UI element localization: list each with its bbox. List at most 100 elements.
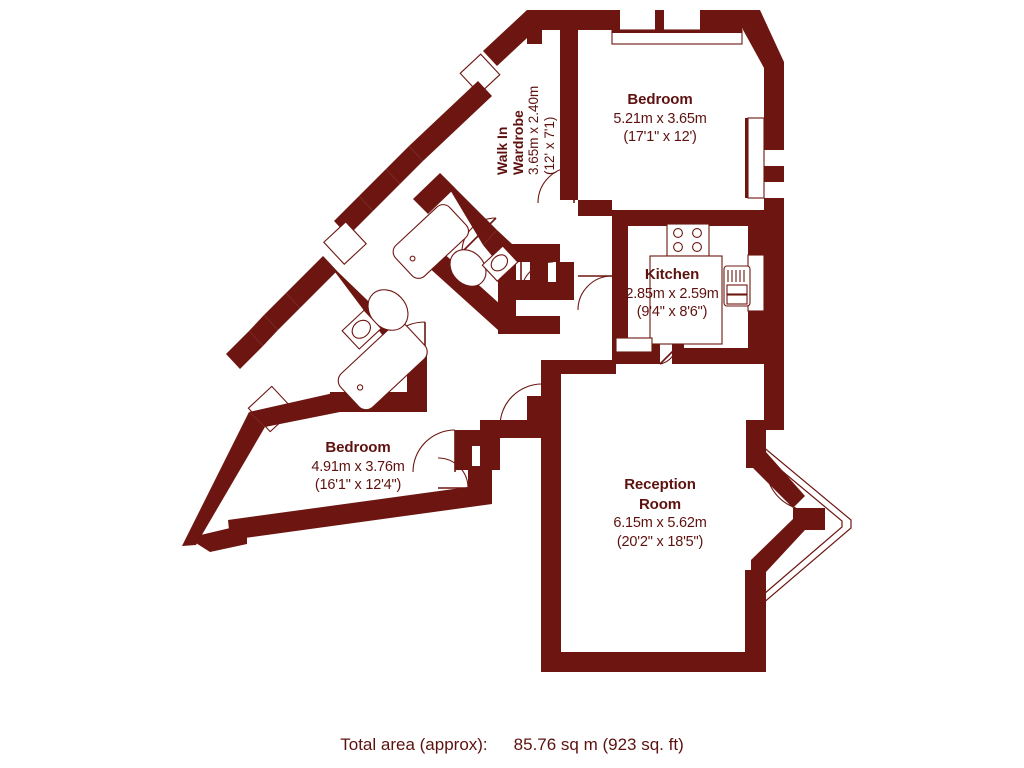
wall-diagonal-seg-7 — [264, 293, 300, 330]
wall-kitchen-right-lower — [748, 311, 764, 348]
wall-diagonal-seg-9 — [226, 331, 263, 369]
wall-hall-stub-c — [556, 282, 574, 300]
wall-top-window-jamb-a — [612, 10, 620, 30]
door-arc-bedroom2-b — [437, 457, 469, 489]
wall-hall-connector-foot — [468, 466, 492, 488]
room-imperial-reception: (20'2" x 18'5") — [616, 533, 704, 550]
room-label-reception-room: Reception Room 6.15m x 5.62m (20'2" x 18… — [585, 475, 735, 552]
room-imperial-bedroom-two: (16'1" x 12'4") — [314, 477, 402, 494]
wall-diagonal-seg-2 — [409, 81, 492, 161]
wall-bath-lower-bottom — [249, 392, 340, 427]
wall-bay-reception-lower — [751, 519, 805, 572]
wall-right-reception-upper — [764, 360, 784, 430]
wall-right-bay-mullion — [764, 166, 784, 182]
room-name-bedroom-two: Bedroom — [325, 439, 391, 456]
door-leaf-bay-upper — [765, 467, 797, 501]
total-area-value: 85.76 sq m (923 sq. ft) — [513, 735, 684, 754]
total-area-footer: Total area (approx): 85.76 sq m (923 sq. … — [0, 735, 1024, 755]
wall-reception-entry-stub — [527, 396, 545, 420]
wall-bath-upper-divider — [498, 262, 516, 332]
hob-burner-2 — [692, 228, 702, 238]
doors — [378, 166, 797, 571]
door-arc-bedroom2 — [412, 429, 456, 473]
wall-bath-upper-lower-diag — [426, 250, 512, 330]
wall-diagonal-seg-8 — [249, 315, 278, 346]
hob-burner-4 — [692, 242, 702, 252]
door-arc-kitchen-lower — [659, 347, 677, 365]
room-name-wardrobe-line2: Wardrobe — [510, 110, 526, 175]
room-name-wardrobe-line1: Walk In — [494, 126, 510, 176]
window-diagonal-mid — [323, 221, 367, 265]
wall-bath-upper-diag — [440, 173, 497, 245]
bay-window-outline-outer — [761, 445, 852, 605]
wall-bay-reception-pier — [793, 508, 825, 530]
room-metric-bedroom-two: 4.91m x 3.76m — [311, 458, 405, 475]
room-label-kitchen: Kitchen 2.85m x 2.59m (9'4" x 8'6") — [592, 265, 752, 322]
bathroom-lower-fixtures — [337, 289, 428, 411]
basin-upper-box — [481, 245, 519, 282]
wall-top-right-angle — [742, 10, 784, 118]
wall-diagonal-seg-3 — [413, 173, 455, 214]
fridge-vents — [727, 270, 745, 282]
window-bay-bedroom — [747, 117, 765, 199]
room-metric-bedroom-main: 5.21m x 3.65m — [613, 110, 707, 127]
wall-between-bathrooms — [498, 316, 560, 334]
wall-kitchen-bottom-right — [678, 348, 764, 364]
wall-diagonal-seg-10 — [182, 412, 265, 546]
room-label-bedroom-main: Bedroom 5.21m x 3.65m (17'1" x 12') — [576, 90, 744, 147]
room-name-kitchen: Kitchen — [644, 266, 700, 283]
bathroom-upper-fixtures — [392, 204, 519, 287]
wall-right-reception-jamb-lower — [745, 570, 766, 604]
kitchen-counter — [649, 255, 723, 345]
wall-kitchen-right-upper — [748, 226, 764, 255]
wall-right-reception-step — [746, 420, 766, 452]
window-diagonal-upper — [459, 53, 501, 95]
wall-hall-top — [512, 282, 560, 300]
bath-upper-plug — [409, 255, 416, 262]
door-arc-reception — [499, 383, 543, 427]
hob-burner-3 — [673, 242, 683, 252]
wall-top-window-mullion — [655, 10, 664, 30]
room-metric-kitchen: 2.85m x 2.59m — [625, 285, 719, 302]
wall-diagonal-seg-4 — [359, 169, 400, 211]
basin-upper-bowl — [490, 254, 509, 272]
door-arc-wardrobe — [537, 166, 575, 204]
door-leaf-bay-lower — [765, 537, 797, 571]
room-metric-wardrobe: 3.65m x 2.40m — [526, 85, 541, 175]
wall-bedroom2-bottom — [228, 484, 492, 540]
room-label-bedroom-two: Bedroom 4.91m x 3.76m (16'1" x 12'4") — [274, 438, 442, 495]
basin-lower-bowl — [351, 319, 371, 339]
room-imperial-wardrobe: (12' x 7'1) — [542, 116, 557, 175]
wall-reception-bottom — [545, 652, 766, 672]
wall-top-right — [700, 10, 742, 30]
structural-walls — [182, 10, 852, 672]
room-name-reception-line1: Reception — [624, 476, 696, 493]
total-area-label: Total area (approx): — [340, 735, 488, 754]
bay-window-outline-inner — [763, 455, 843, 595]
wall-diagonal-seg-3b — [386, 146, 423, 184]
wall-right-upper — [764, 198, 784, 360]
bath-lower-plug — [356, 384, 364, 391]
window-top-line — [612, 30, 742, 33]
wall-bedroom-bottom — [578, 200, 612, 216]
fridge-drawer-1 — [726, 284, 748, 295]
fridge-drawer-2 — [726, 294, 748, 305]
door-arc-bay-lower — [765, 529, 797, 571]
wall-reception-left-pier — [541, 500, 554, 585]
window-bay-bedroom-inner — [745, 118, 748, 198]
wall-right-bay-upper-jamb — [764, 118, 784, 150]
room-name-reception-line2: Room — [638, 495, 682, 513]
kitchen-fixtures — [615, 223, 751, 353]
basin-lower-box — [341, 309, 382, 350]
kitchen-counter-small — [615, 337, 653, 353]
room-name-bedroom-main: Bedroom — [627, 91, 693, 108]
door-arc-bay-upper — [765, 467, 797, 509]
wall-reception-left-upper — [541, 374, 561, 500]
wall-right-kitchen-mullion-a — [764, 255, 784, 272]
door-leaf-kitchen-lower — [659, 347, 677, 365]
wall-bedroom-partition-foot — [560, 180, 578, 200]
room-metric-reception: 6.15m x 5.62m — [613, 515, 707, 531]
wall-diagonal-seg-1 — [483, 10, 541, 66]
bath-lower-icon — [337, 322, 428, 411]
